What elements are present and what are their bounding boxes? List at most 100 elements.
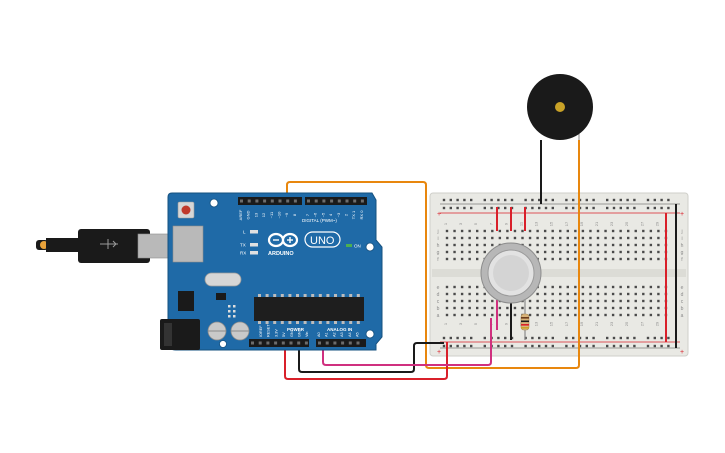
chip-pin (356, 294, 360, 297)
breadboard-column-number: 3 (458, 322, 463, 325)
breadboard-hole (581, 285, 585, 289)
breadboard-column-number: 25 (624, 321, 629, 326)
resistor[interactable] (520, 300, 530, 340)
usb-cable[interactable] (36, 229, 175, 263)
breadboard-hole (521, 236, 524, 240)
piezo-buzzer[interactable] (527, 74, 593, 140)
breadboard-hole (543, 250, 547, 254)
breadboard-hole (642, 243, 645, 247)
power-pin-label: RESET (267, 324, 271, 337)
breadboard-hole (596, 229, 600, 233)
digital-pin-label: ~5 (320, 212, 325, 217)
breadboard-rail-hole (585, 336, 588, 340)
breadboard-rail-hole (592, 344, 595, 348)
breadboard-hole (627, 229, 630, 233)
chip-pin (334, 321, 337, 324)
breadboard-hole (611, 299, 615, 303)
breadboard-hole (596, 243, 600, 247)
breadboard-hole (506, 236, 509, 240)
breadboard-rail-hole (551, 198, 554, 202)
breadboard-row-letter: e (681, 285, 684, 291)
breadboard-hole (543, 299, 547, 303)
breadboard-rail-hole (456, 336, 459, 340)
breadboard-column-number: 15 (549, 221, 554, 226)
breadboard-hole (619, 236, 622, 240)
wire-black-gnd[interactable] (298, 342, 444, 373)
breadboard-hole (551, 229, 554, 233)
breadboard-hole (642, 257, 645, 261)
breadboard-rail-hole (470, 206, 473, 210)
analog-pin-label: A2 (332, 332, 336, 337)
breadboard-rail-hole (463, 336, 466, 340)
breadboard-rail-hole (565, 206, 568, 210)
breadboard-hole (619, 229, 622, 233)
breadboard-hole (596, 285, 600, 289)
breadboard-rail-hole (565, 344, 568, 348)
breadboard-hole (445, 299, 449, 303)
breadboard-rail-hole (456, 206, 459, 210)
wire-red-5v[interactable] (284, 342, 448, 380)
usb-b-port[interactable] (172, 225, 204, 263)
power-header[interactable] (249, 339, 309, 347)
wire-orange-pin9[interactable] (286, 140, 580, 369)
breadboard-row-letter: b (681, 306, 684, 312)
power-pin-label: 3.3V (274, 329, 278, 337)
breadboard-hole (559, 306, 562, 310)
breadboard-rail-hole (626, 344, 629, 348)
breadboard-rail-hole (504, 344, 507, 348)
breadboard-hole (642, 313, 645, 317)
gas-sensor[interactable] (480, 242, 542, 304)
breadboard-hole (551, 313, 554, 317)
breadboard-hole (513, 236, 517, 240)
breadboard-hole (596, 257, 600, 261)
breadboard-hole (657, 306, 660, 310)
breadboard-hole (604, 257, 607, 261)
breadboard-column-number: 17 (564, 321, 569, 326)
breadboard-rail-hole (470, 198, 473, 202)
breadboard-row-letter: i (681, 236, 682, 242)
breadboard-hole (551, 250, 554, 254)
analog-pin-label: A1 (325, 332, 329, 337)
breadboard-hole (536, 236, 539, 240)
digital-header-right[interactable] (305, 197, 367, 205)
breadboard-hole (506, 306, 509, 310)
breadboard-hole (468, 285, 471, 289)
chip-pin (258, 294, 261, 297)
digital-header-left[interactable] (238, 197, 302, 205)
breadboard-rail-hole (653, 198, 656, 202)
breadboard-hole (619, 285, 622, 289)
breadboard-hole (543, 257, 547, 261)
breadboard-hole (581, 236, 585, 240)
breadboard-hole (528, 299, 532, 303)
breadboard-hole (543, 243, 547, 247)
breadboard-hole (476, 299, 479, 303)
voltage-regulator (178, 291, 194, 311)
breadboard-hole (476, 292, 479, 296)
breadboard-hole (445, 313, 449, 317)
breadboard-rail-hole (660, 344, 663, 348)
led-tx (250, 243, 258, 247)
breadboard-hole (498, 229, 502, 233)
digital-pin-label: 12 (261, 212, 266, 217)
breadboard-hole (642, 250, 645, 254)
breadboard-rail-hole (524, 344, 527, 348)
breadboard-hole (649, 285, 653, 289)
breadboard-hole (528, 306, 532, 310)
reset-button-cap (181, 205, 191, 215)
breadboard-hole (551, 236, 554, 240)
breadboard-rail-hole (660, 198, 663, 202)
breadboard-rail-hole (531, 198, 534, 202)
analog-header[interactable] (316, 339, 366, 347)
wire-magenta-a0[interactable] (322, 318, 492, 366)
breadboard-hole (611, 243, 615, 247)
analog-pin-label: A4 (348, 332, 352, 337)
breadboard-hole (559, 243, 562, 247)
breadboard-column-number: 29 (654, 221, 659, 226)
breadboard-hole (657, 313, 660, 317)
arduino-logo-icon (267, 232, 299, 248)
breadboard-rail-hole (612, 344, 616, 348)
breadboard-rail-hole (551, 344, 554, 348)
breadboard-hole (453, 250, 456, 254)
